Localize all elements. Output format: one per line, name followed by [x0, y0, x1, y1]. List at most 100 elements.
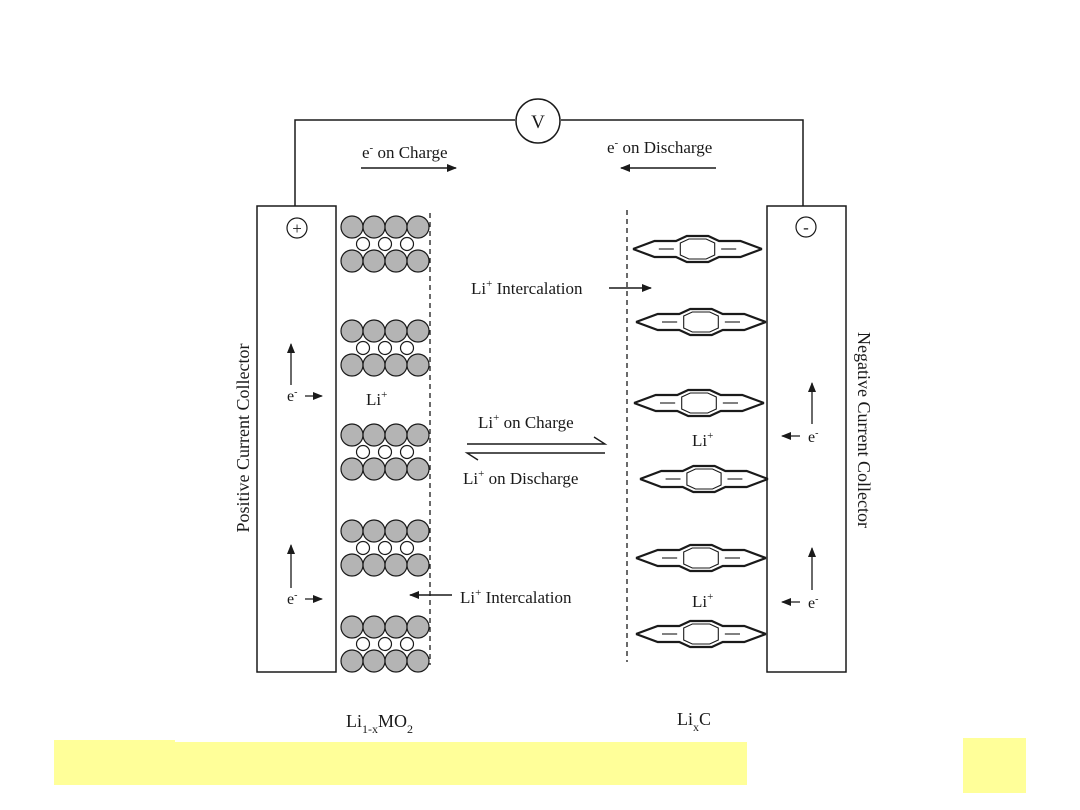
lithium-site	[377, 340, 393, 356]
negative-collector-label: Negative Current Collector	[854, 332, 874, 528]
oxide-stack	[340, 423, 430, 481]
graphene-upper-edge	[635, 619, 767, 636]
lithium-site	[355, 444, 371, 460]
ion-charge-label: Li+ on Charge	[478, 412, 574, 432]
metal-oxide-sphere	[362, 553, 386, 577]
graphene-upper-edge	[635, 307, 767, 324]
metal-oxide-sphere	[406, 615, 430, 639]
svg-text:-: -	[803, 218, 809, 237]
equilibrium-half-arrows	[464, 436, 608, 461]
metal-oxide-sphere	[362, 319, 386, 343]
metal-oxide-sphere	[384, 553, 408, 577]
lithium-site	[355, 540, 371, 556]
external-circuit	[294, 119, 804, 206]
metal-oxide-sphere	[406, 215, 430, 239]
metal-oxide-sphere	[340, 649, 364, 673]
anode-li-ion-label-upper: Li+	[692, 430, 713, 450]
graphene-lower-edge	[635, 556, 767, 573]
lithium-site	[377, 444, 393, 460]
metal-oxide-sphere	[384, 353, 408, 377]
graphene-ring	[683, 547, 719, 569]
graphene-lower-edge	[635, 320, 767, 337]
svg-text:e-: e-	[287, 590, 297, 608]
lithium-site	[377, 636, 393, 652]
lithium-site	[355, 636, 371, 652]
graphene-lower-edge	[633, 401, 765, 418]
cathode-intercalation-label: Li+ Intercalation	[460, 587, 572, 607]
graphene-ring	[679, 238, 716, 260]
graphene-upper-edge	[633, 388, 765, 405]
metal-oxide-sphere	[340, 353, 364, 377]
cathode-formula: Li1-xMO2	[346, 711, 413, 736]
graphene-upper-edge	[639, 464, 769, 481]
negative-current-collector	[766, 205, 847, 673]
svg-text:e-: e-	[287, 387, 297, 405]
metal-oxide-sphere	[362, 519, 386, 543]
metal-oxide-sphere	[340, 553, 364, 577]
voltmeter-symbol: V	[531, 112, 545, 133]
metal-oxide-sphere	[340, 215, 364, 239]
graphene-layer	[639, 464, 769, 494]
metal-oxide-sphere	[340, 249, 364, 273]
graphene-layer	[635, 619, 767, 649]
metal-oxide-sphere	[406, 519, 430, 543]
metal-oxide-sphere	[406, 649, 430, 673]
highlight-bar-left	[54, 740, 175, 785]
lithium-site	[399, 236, 415, 252]
positive-electron-arrows: e- e-	[287, 343, 323, 608]
metal-oxide-sphere	[384, 423, 408, 447]
positive-current-collector	[256, 205, 337, 673]
metal-oxide-sphere	[406, 319, 430, 343]
oxide-stack	[340, 615, 430, 673]
metal-oxide-sphere	[362, 249, 386, 273]
metal-oxide-sphere	[384, 615, 408, 639]
oxide-stack	[340, 519, 430, 577]
graphene-ring	[686, 468, 722, 490]
anode-intercalation-label: Li+ Intercalation	[471, 278, 583, 298]
svg-text:e-: e-	[808, 594, 818, 612]
graphene-layer	[635, 307, 767, 337]
lithium-site	[377, 236, 393, 252]
metal-oxide-sphere	[362, 649, 386, 673]
metal-oxide-sphere	[406, 553, 430, 577]
graphene-layer	[632, 234, 763, 264]
metal-oxide-sphere	[362, 215, 386, 239]
electron-flow-charge-label: e- on Charge	[362, 142, 448, 162]
metal-oxide-sphere	[340, 319, 364, 343]
metal-oxide-sphere	[406, 249, 430, 273]
metal-oxide-sphere	[362, 615, 386, 639]
metal-oxide-sphere	[384, 519, 408, 543]
lithium-site	[399, 444, 415, 460]
metal-oxide-sphere	[384, 319, 408, 343]
graphene-upper-edge	[635, 543, 767, 560]
positive-collector-label: Positive Current Collector	[233, 344, 253, 533]
graphene-lower-edge	[632, 247, 763, 264]
highlight-bar-right	[963, 738, 1026, 793]
anode-li-ion-label-lower: Li+	[692, 591, 713, 611]
metal-oxide-sphere	[384, 249, 408, 273]
lithium-site	[399, 340, 415, 356]
negative-terminal: -	[795, 216, 817, 238]
metal-oxide-sphere	[406, 457, 430, 481]
metal-oxide-sphere	[362, 353, 386, 377]
lithium-site	[377, 540, 393, 556]
metal-oxide-sphere	[384, 457, 408, 481]
graphene-lower-edge	[635, 632, 767, 649]
metal-oxide-sphere	[362, 423, 386, 447]
metal-oxide-sphere	[340, 423, 364, 447]
anode-graphite-layers	[632, 234, 769, 649]
electron-flow-discharge-label: e- on Discharge	[607, 137, 712, 157]
cathode-layered-oxide	[340, 215, 430, 673]
metal-oxide-sphere	[406, 353, 430, 377]
cathode-li-ion-label: Li+	[366, 389, 387, 409]
graphene-ring	[683, 311, 719, 333]
metal-oxide-sphere	[340, 519, 364, 543]
svg-text:+: +	[292, 219, 302, 238]
metal-oxide-sphere	[406, 423, 430, 447]
metal-oxide-sphere	[384, 215, 408, 239]
anode-formula: LixC	[677, 709, 711, 734]
lithium-site	[355, 340, 371, 356]
oxide-stack	[340, 215, 430, 273]
graphene-ring	[681, 392, 717, 414]
